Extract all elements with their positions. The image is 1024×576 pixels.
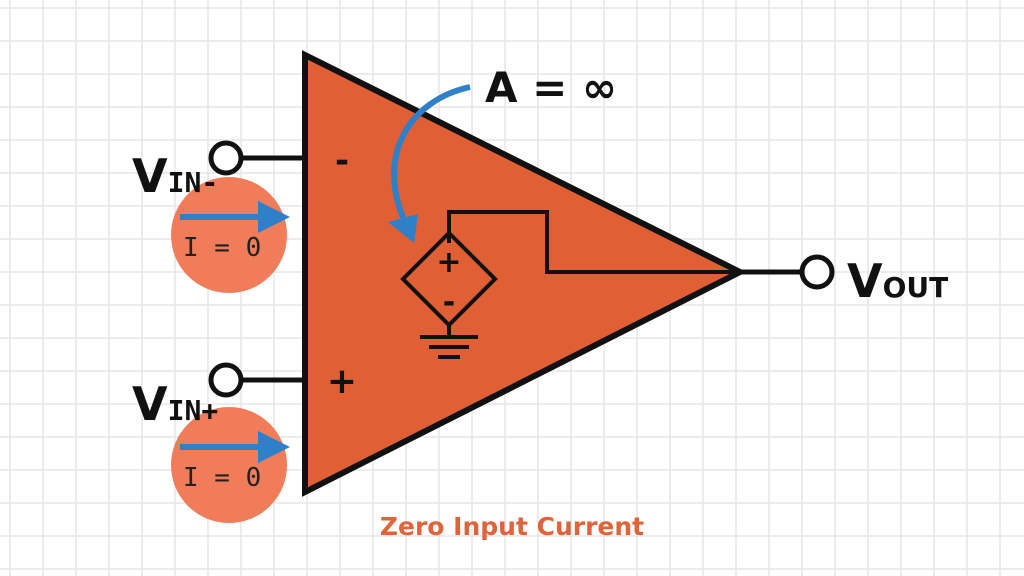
gain-arrow: [391, 84, 471, 224]
noninverting-pin-symbol: +: [327, 361, 357, 402]
noninverting-input-label: VIN+: [132, 377, 218, 431]
gain-label: A = ∞: [485, 63, 617, 112]
internal-output-wire: [447, 210, 740, 274]
inverting-current-arrowhead-icon: [258, 201, 290, 233]
source-plus-symbol: +: [436, 245, 461, 280]
output-terminal: [799, 254, 835, 290]
opamp-triangle: [302, 50, 747, 497]
inverting-current-label: I = 0: [183, 233, 261, 263]
source-minus-symbol: -: [443, 285, 455, 320]
noninverting-input-terminal: [208, 362, 244, 398]
diagram-title: Zero Input Current: [379, 512, 645, 541]
inverting-input-terminal: [208, 140, 244, 176]
inverting-input-label: VIN-: [132, 149, 218, 203]
noninverting-current-arrowhead-icon: [258, 431, 290, 463]
noninverting-current-label: I = 0: [183, 463, 261, 493]
gain-arrow-head-icon: [388, 214, 418, 243]
output-label: VOUT: [847, 254, 948, 308]
ground-icon: [420, 325, 478, 359]
inverting-pin-symbol: -: [335, 141, 349, 181]
